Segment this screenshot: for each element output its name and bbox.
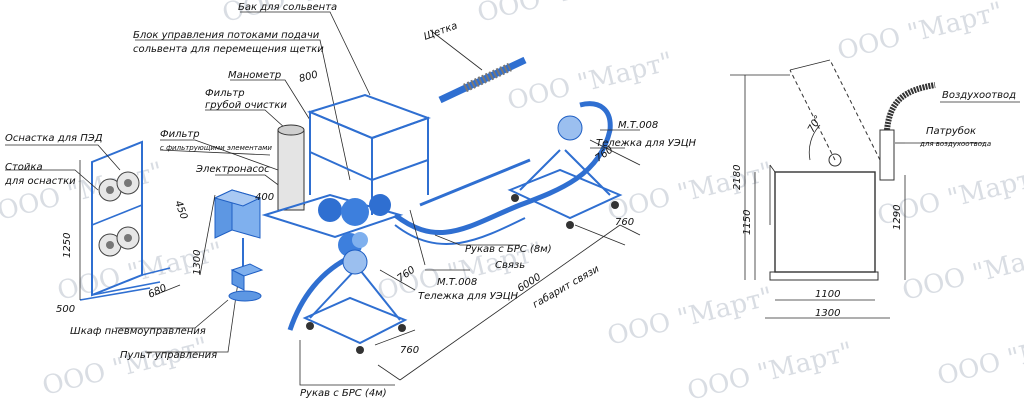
label-tank: Бак для сольвента bbox=[238, 2, 337, 13]
dim-6000: 6000 bbox=[516, 272, 543, 295]
dim-760-d: 760 bbox=[400, 345, 419, 356]
dim-500: 500 bbox=[56, 304, 75, 315]
dimension-lines bbox=[79, 129, 641, 386]
pneumatic-cabinet bbox=[213, 189, 264, 302]
dim-angle-70: 70° bbox=[806, 114, 824, 135]
label-hose-8m: Рукав с БРС (8м) bbox=[465, 244, 552, 255]
side-view bbox=[730, 59, 1020, 319]
label-brush: Щетка bbox=[422, 20, 459, 42]
label-filter: Фильтр bbox=[160, 129, 200, 140]
dimensions: 800 450 400 1250 1300 500 680 760 760 76… bbox=[56, 69, 903, 356]
label-pump: Электронасос bbox=[195, 164, 270, 175]
watermark: ООО "Март" bbox=[934, 322, 1024, 392]
watermark: ООО "Март" bbox=[834, 0, 1006, 67]
filter-pump-skid bbox=[261, 124, 404, 257]
solvent-tank bbox=[307, 93, 431, 215]
label-cabinet: Шкаф пневмоуправления bbox=[70, 326, 206, 337]
label-rack-2: для оснастки bbox=[4, 176, 76, 187]
dim-400: 400 bbox=[255, 192, 274, 203]
label-pipe-sub: для воздухоотвода bbox=[919, 140, 991, 148]
label-trolley-top: Тележка для УЭЦН bbox=[596, 138, 697, 149]
dim-1100: 1100 bbox=[815, 289, 840, 300]
label-coarse-filter-2: грубой очистки bbox=[205, 99, 287, 111]
dim-680: 680 bbox=[147, 283, 169, 301]
dim-1150: 1150 bbox=[742, 210, 753, 235]
label-mt008-bottom: М.Т.008 bbox=[437, 277, 477, 288]
dim-2180: 2180 bbox=[732, 165, 743, 190]
watermark: ООО "Март" bbox=[604, 282, 776, 352]
trolley-top bbox=[507, 115, 623, 229]
labels: Бак для сольвента Блок управления потока… bbox=[4, 2, 1016, 399]
leaders-left bbox=[5, 11, 371, 353]
watermark: ООО "Март" bbox=[684, 337, 856, 401]
label-filter-2: с фильтрующими элементами bbox=[160, 144, 272, 152]
label-flow-block: Блок управления потоками подачи bbox=[133, 30, 320, 41]
dim-800: 800 bbox=[298, 69, 319, 85]
label-trolley-bottom: Тележка для УЭЦН bbox=[418, 291, 519, 302]
label-manometer: Манометр bbox=[228, 70, 281, 81]
label-link: Связь bbox=[495, 260, 525, 271]
label-flow-block-2: сольвента для перемещения щетки bbox=[133, 44, 324, 55]
label-link-size: габарит связи bbox=[531, 263, 602, 311]
dim-1250: 1250 bbox=[62, 233, 73, 258]
label-pipe: Патрубок bbox=[926, 125, 976, 137]
label-control-panel: Пульт управления bbox=[120, 350, 217, 361]
dim-760-b: 760 bbox=[615, 217, 634, 228]
label-tooling: Оснастка для ПЭД bbox=[5, 133, 103, 144]
dim-1300-right: 1300 bbox=[815, 308, 840, 319]
label-hose-4m: Рукав с БРС (4м) bbox=[300, 388, 387, 399]
watermark: ООО "Март" bbox=[899, 237, 1024, 307]
trolley-bottom bbox=[302, 249, 408, 354]
watermark: ООО "Март" bbox=[504, 47, 676, 117]
dim-1300-left: 1300 bbox=[192, 250, 203, 275]
watermark: ООО "Март" bbox=[474, 0, 646, 29]
watermark: ООО "Март" bbox=[39, 332, 211, 401]
tooling-rack bbox=[79, 140, 171, 301]
dim-1290: 1290 bbox=[892, 205, 903, 230]
label-rack: Стойка bbox=[5, 162, 43, 173]
dim-450: 450 bbox=[172, 199, 189, 221]
label-coarse-filter: Фильтр bbox=[205, 88, 245, 99]
label-air-vent: Воздухоотвод bbox=[942, 90, 1016, 101]
label-mt008-top: М.Т.008 bbox=[618, 120, 658, 131]
brush bbox=[429, 29, 527, 104]
